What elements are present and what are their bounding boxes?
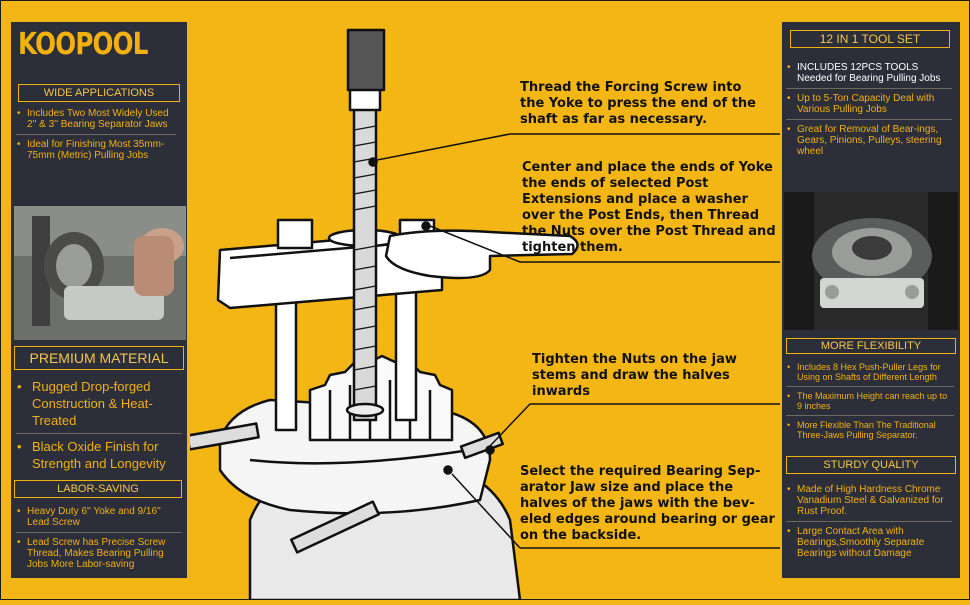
- labor-saving-list: Heavy Duty 6'' Yoke and 9/16'' Lead Scre…: [16, 506, 182, 578]
- list-item: Includes 8 Hex Push-Puller Legs for Usin…: [786, 362, 954, 387]
- list-item: Up to 5-Ton Capacity Deal with Various P…: [786, 93, 952, 120]
- list-item: Lead Screw has Precise Screw Thread, Mak…: [16, 537, 182, 574]
- premium-material-list: Rugged Drop-forged Construction & Heat-T…: [16, 378, 182, 480]
- wide-applications-header: WIDE APPLICATIONS: [18, 84, 180, 102]
- list-item: Great for Removal of Bear-ings, Gears, P…: [786, 124, 952, 161]
- bearing-puller-photo-left: [14, 206, 186, 340]
- list-item: Black Oxide Finish for Strength and Long…: [16, 438, 182, 476]
- brand-logo: KOOPOOL: [18, 27, 148, 62]
- list-item: Rugged Drop-forged Construction & Heat-T…: [16, 378, 182, 434]
- list-item: Includes Two Most Widely Used 2'' & 3'' …: [16, 108, 176, 135]
- bearing-separator-photo-right: [784, 192, 958, 330]
- list-item: INCLUDES 12PCS TOOLS Needed for Bearing …: [786, 62, 952, 89]
- instruction-tighten-jaws: Tighten the Nuts on the jaw stems and dr…: [532, 352, 737, 399]
- wide-applications-list: Includes Two Most Widely Used 2'' & 3'' …: [16, 108, 176, 169]
- tool-set-list: INCLUDES 12PCS TOOLS Needed for Bearing …: [786, 62, 952, 165]
- more-flexibility-list: Includes 8 Hex Push-Puller Legs for Usin…: [786, 362, 954, 448]
- list-item: Made of High Hardness Chrome Vanadium St…: [786, 484, 952, 522]
- bearing-puller-illustration: [186, 0, 780, 602]
- more-flexibility-header: MORE FLEXIBILITY: [786, 338, 956, 354]
- list-item: Large Contact Area with Bearings,Smoothl…: [786, 526, 952, 563]
- tool-set-header: 12 IN 1 TOOL SET: [790, 30, 950, 48]
- list-item: Heavy Duty 6'' Yoke and 9/16'' Lead Scre…: [16, 506, 182, 533]
- premium-material-header: PREMIUM MATERIAL: [14, 346, 184, 370]
- instruction-forcing-screw: Thread the Forcing Screw into the Yoke t…: [520, 80, 756, 127]
- list-item: The Maximum Height can reach up to 9 inc…: [786, 391, 954, 416]
- instruction-select-jaw: Select the required Bearing Sep-arator J…: [520, 464, 775, 543]
- sturdy-quality-list: Made of High Hardness Chrome Vanadium St…: [786, 484, 952, 567]
- sturdy-quality-header: STURDY QUALITY: [786, 456, 956, 474]
- instruction-yoke-nuts: Center and place the ends of Yoke the en…: [522, 160, 776, 255]
- labor-saving-header: LABOR-SAVING: [14, 480, 182, 498]
- list-item: Ideal for Finishing Most 35mm-75mm (Metr…: [16, 139, 176, 165]
- list-item: More Flexible Than The Traditional Three…: [786, 420, 954, 444]
